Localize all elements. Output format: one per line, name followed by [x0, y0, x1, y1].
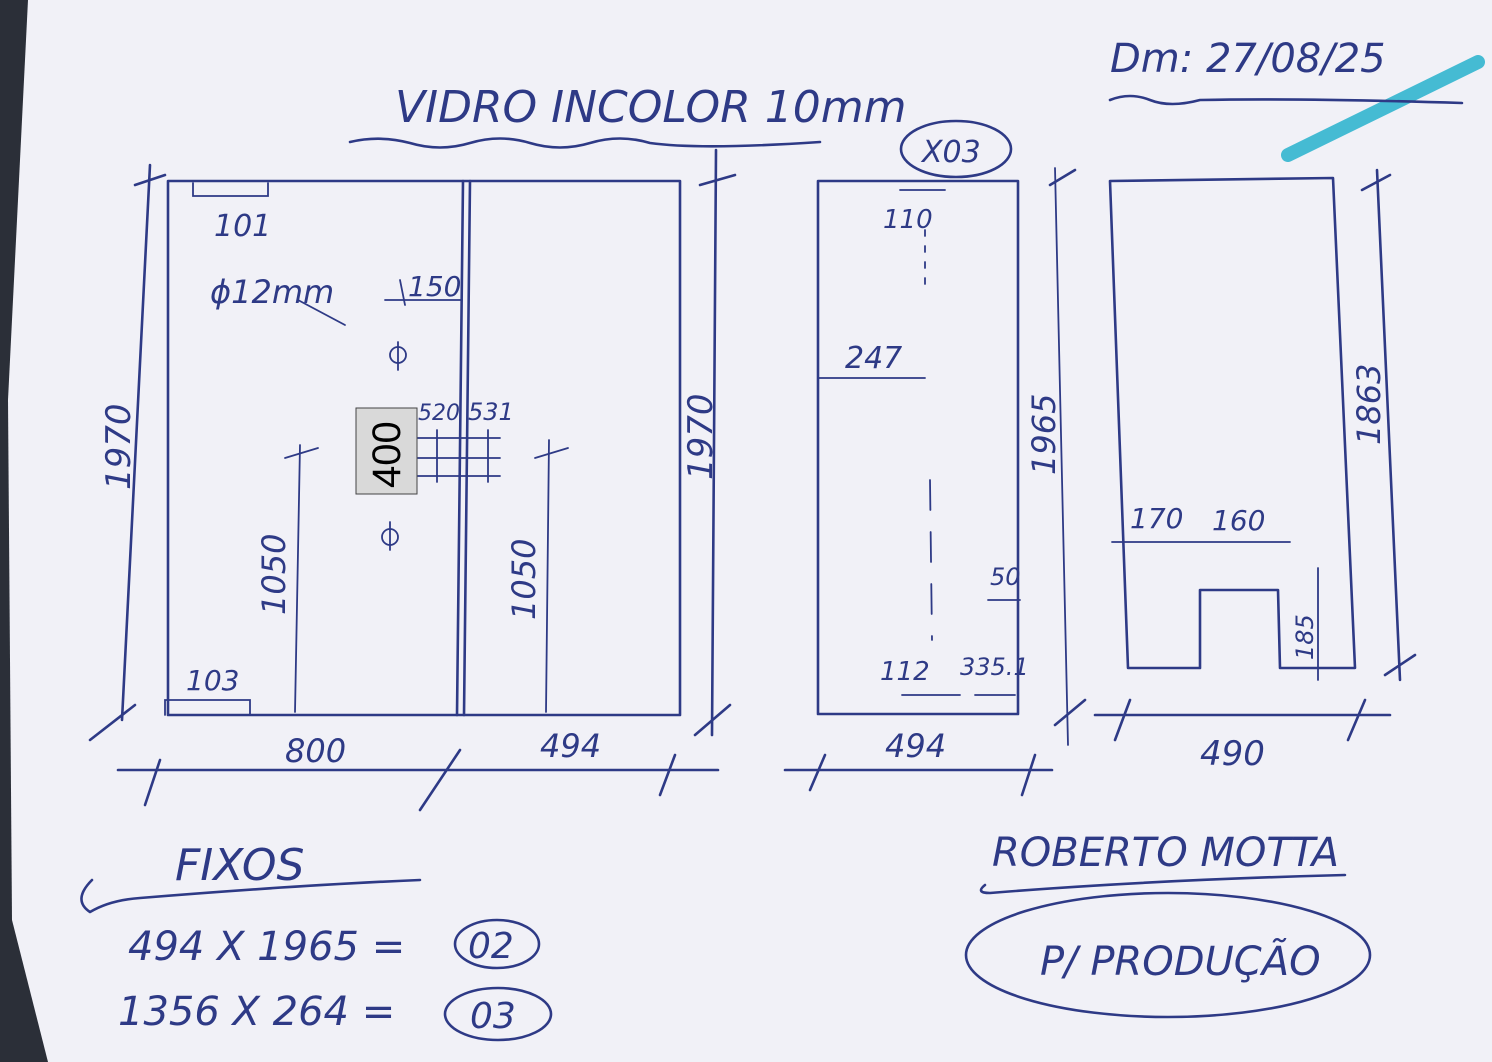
- drawing-panel-490: 1863 170 160 185 490: [1093, 168, 1417, 774]
- tick: [1020, 753, 1037, 797]
- tick: [698, 173, 737, 187]
- door-outline: [166, 179, 682, 717]
- tick: [534, 447, 569, 459]
- top-offset-label: 110: [883, 205, 933, 235]
- stamp-text: P/ PRODUÇÃO: [1040, 937, 1321, 985]
- spacing-b-label: 531: [468, 398, 514, 426]
- handle-grid: [417, 429, 501, 483]
- hole-offset-label: 101: [214, 209, 271, 244]
- top-offset-label: 150: [408, 270, 461, 303]
- handle-height-right-label: 1050: [505, 539, 543, 620]
- date-underline: [1108, 94, 1464, 106]
- drawing-panel-494: 110 247 1965 50 112 335.1 494: [783, 167, 1087, 797]
- tick: [1113, 698, 1132, 742]
- handle-dim-left: [294, 444, 301, 713]
- notch-b-label: 160: [1212, 504, 1265, 537]
- title-text: VIDRO INCOLOR 10mm: [395, 82, 906, 133]
- fixos-row-2-qty: 03: [470, 996, 516, 1037]
- bottom-offset-label: 103: [186, 664, 239, 697]
- notch-a-label: 170: [1130, 502, 1183, 535]
- fixos-row-1-qty: 02: [468, 926, 514, 967]
- bottom-offset-dim: [164, 699, 251, 716]
- small-offset-label: 50: [990, 563, 1021, 591]
- width-right-label: 494: [540, 727, 601, 765]
- center-line: [929, 479, 933, 641]
- height-left-label: 1970: [99, 403, 139, 490]
- paper-sheet: [8, 0, 1492, 1062]
- handle-height-left-label: 1050: [255, 534, 293, 615]
- spacing-a-label: 520: [418, 401, 460, 426]
- tick: [88, 703, 137, 742]
- panel-notch-outline: [1108, 176, 1357, 670]
- tick: [133, 173, 167, 187]
- fixos-section: FIXOS 494 X 1965 = 02 1356 X 264 = 03: [80, 840, 553, 1042]
- height-right-label: 1970: [681, 393, 721, 480]
- height-dim-line-left: [120, 163, 152, 722]
- highlighter-mark: [1281, 55, 1485, 162]
- fixos-underline: [80, 878, 422, 914]
- client-underline: [979, 873, 1347, 895]
- door-divider-b: [462, 179, 472, 717]
- stamp-ellipse: [964, 891, 1372, 1019]
- label-box-text: 400: [365, 421, 409, 488]
- height-dim-line: [1054, 167, 1069, 746]
- tick: [1360, 173, 1392, 192]
- label-box: [355, 407, 418, 495]
- tick: [1048, 168, 1077, 187]
- bottom-b-label: 335.1: [960, 653, 1029, 681]
- door-divider-a: [455, 179, 465, 717]
- tick: [284, 447, 319, 459]
- panel-outline: [816, 179, 1020, 716]
- fixos-heading: FIXOS: [175, 840, 304, 891]
- handle-dim-right: [545, 439, 550, 713]
- tick: [693, 703, 732, 737]
- client-section: ROBERTO MOTTA P/ PRODUÇÃO: [964, 830, 1372, 1019]
- bottom-a-label: 112: [880, 657, 930, 687]
- fixos-row-2-circle: [443, 986, 553, 1042]
- date-text: Dm: 27/08/25: [1110, 36, 1386, 82]
- fixos-row-2-spec: 1356 X 264 =: [118, 989, 395, 1035]
- tick: [418, 748, 462, 812]
- hole-leader: [297, 299, 346, 326]
- tick: [143, 758, 162, 807]
- height-dim-line: [1375, 168, 1402, 682]
- notch-height-label: 185: [1291, 614, 1319, 660]
- title-underline: [348, 137, 822, 149]
- height-dim-line-right: [710, 148, 718, 737]
- quantity-circle: [899, 119, 1013, 179]
- height-label: 1965: [1025, 394, 1063, 475]
- width-left-label: 800: [285, 732, 346, 770]
- tick: [658, 753, 677, 797]
- height-label: 1863: [1350, 364, 1388, 445]
- drawing-door-pair: 1970 1970 101 ϕ12mm 150 520 531 400: [88, 148, 737, 812]
- tick: [1383, 653, 1417, 677]
- tick: [1053, 698, 1087, 727]
- tick: [399, 279, 406, 306]
- width-label: 494: [885, 727, 946, 765]
- tick: [808, 753, 827, 792]
- width-label: 490: [1200, 734, 1265, 774]
- fixos-row-1-spec: 494 X 1965 =: [128, 924, 405, 970]
- fixos-row-1-circle: [453, 918, 541, 970]
- mid-offset-label: 247: [845, 341, 902, 376]
- hole-diameter-label: ϕ12mm: [210, 273, 334, 311]
- tick: [1346, 698, 1367, 742]
- hole-offset-dim: [192, 182, 269, 197]
- quantity-tag: X03: [920, 135, 981, 170]
- client-name: ROBERTO MOTTA: [992, 830, 1339, 876]
